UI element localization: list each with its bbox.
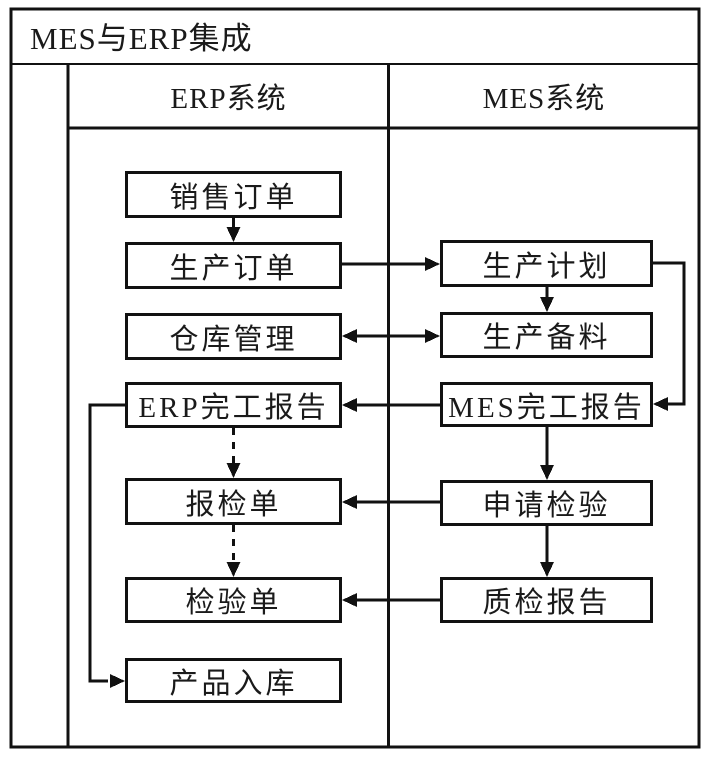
node-mes-completion-report: MES完工报告 xyxy=(440,382,653,427)
edge-inspection-request-form-to-inspection-form xyxy=(226,525,241,577)
node-sales-order: 销售订单 xyxy=(125,171,342,218)
edge-mes-completion-report-to-erp-completion-report xyxy=(342,398,440,412)
node-inspection-request-form: 报检单 xyxy=(125,478,342,525)
diagram-frame xyxy=(9,7,701,749)
node-inspection-form: 检验单 xyxy=(125,577,342,623)
node-production-material-preparation: 生产备料 xyxy=(440,312,653,358)
edge-mes-completion-report-to-request-inspection xyxy=(540,427,554,480)
edge-production-order-to-production-plan xyxy=(342,257,440,271)
node-erp-completion-report: ERP完工报告 xyxy=(125,382,342,428)
edge-production-plan-to-material-preparation xyxy=(540,287,554,312)
edge-request-inspection-to-quality-report xyxy=(540,526,554,577)
diagram-title: MES与ERP集成 xyxy=(30,21,253,56)
column-header-mes: MES系统 xyxy=(482,83,606,115)
edge-production-plan-to-mes-completion-report xyxy=(653,261,686,411)
edge-sales-order-to-production-order xyxy=(226,218,241,242)
edge-erp-completion-report-to-product-into-warehouse xyxy=(88,403,125,688)
node-production-order: 生产订单 xyxy=(125,242,342,289)
edge-quality-report-to-inspection-form xyxy=(342,593,440,607)
edge-erp-completion-report-to-inspection-request-form xyxy=(226,428,241,478)
node-request-inspection: 申请检验 xyxy=(440,480,653,526)
edge-request-inspection-to-inspection-request-form xyxy=(342,495,440,509)
column-header-erp: ERP系统 xyxy=(170,83,287,115)
node-production-plan: 生产计划 xyxy=(440,240,653,287)
node-quality-inspection-report: 质检报告 xyxy=(440,577,653,623)
edge-warehouse-management-material-preparation xyxy=(342,329,440,343)
node-warehouse-management: 仓库管理 xyxy=(125,313,342,360)
node-product-into-warehouse: 产品入库 xyxy=(125,658,342,703)
